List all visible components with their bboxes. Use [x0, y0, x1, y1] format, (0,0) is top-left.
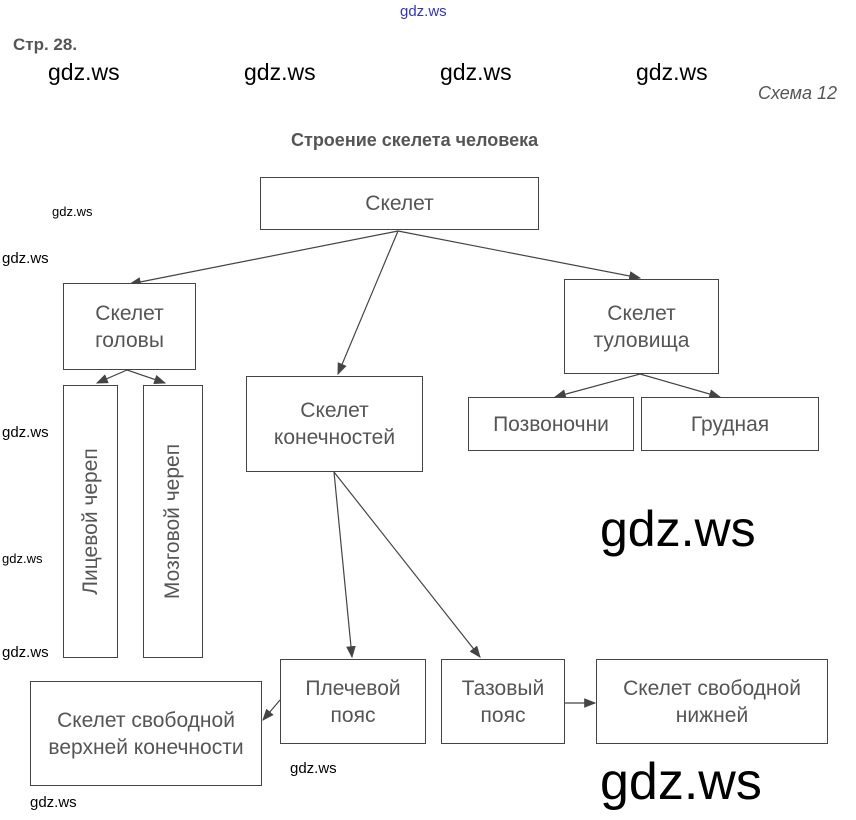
node-spine: Позвоночни — [468, 397, 634, 451]
arrow-head-brain — [126, 369, 167, 385]
node-free-upper-limb: Скелет свободной верхней конечности — [30, 681, 262, 786]
watermark: gdz.ws — [48, 59, 120, 85]
node-free-lower-limb: Скелет свободной нижней — [596, 659, 828, 744]
diagram-title: Строение скелета человека — [291, 130, 539, 150]
watermark: gdz.ws — [2, 644, 49, 661]
node-shoulder-girdle: Плечевой пояс — [280, 659, 426, 744]
watermark: gdz.ws — [600, 501, 756, 557]
watermark: gdz.ws — [400, 3, 447, 20]
scheme-label: Схема 12 — [758, 83, 837, 103]
watermark: gdz.ws — [2, 424, 49, 441]
arrow-shoulder-upper — [262, 699, 281, 721]
watermark: gdz.ws — [440, 59, 512, 85]
arrow-skeleton-limbs — [337, 230, 399, 376]
arrow-skeleton-head — [128, 230, 399, 287]
node-pelvic-girdle: Тазовый пояс — [441, 659, 565, 744]
arrow-head-facial — [95, 369, 128, 384]
watermark: gdz.ws — [52, 204, 93, 219]
arrow-limbs-pelvic — [333, 471, 481, 658]
arrow-trunk-spine — [553, 373, 641, 399]
watermark: gdz.ws — [636, 59, 708, 85]
node-skeleton: Скелет — [260, 177, 539, 230]
brain-skull-label: Мозговой череп — [161, 443, 185, 600]
node-chest: Грудная — [641, 397, 819, 451]
node-brain-skull: Мозговой череп — [143, 385, 203, 658]
facial-skull-label: Лицевой череп — [79, 448, 102, 595]
node-limbs-skeleton: Скелет конечностей — [246, 376, 423, 472]
arrow-skeleton-trunk — [397, 230, 642, 281]
watermark: gdz.ws — [2, 551, 43, 566]
watermark: gdz.ws — [30, 794, 77, 811]
watermark: gdz.ws — [2, 250, 49, 267]
arrow-trunk-chest — [639, 373, 722, 399]
node-facial-skull: Лицевой череп — [63, 385, 118, 658]
arrow-limbs-shoulder — [333, 471, 356, 659]
node-trunk-skeleton: Скелет туловища — [564, 279, 719, 374]
watermark: gdz.ws — [244, 59, 316, 85]
node-head-skeleton: Скелет головы — [63, 283, 196, 370]
watermark: gdz.ws — [290, 760, 337, 777]
watermark: gdz.ws — [600, 753, 762, 811]
page-reference: Стр. 28. — [13, 35, 78, 54]
